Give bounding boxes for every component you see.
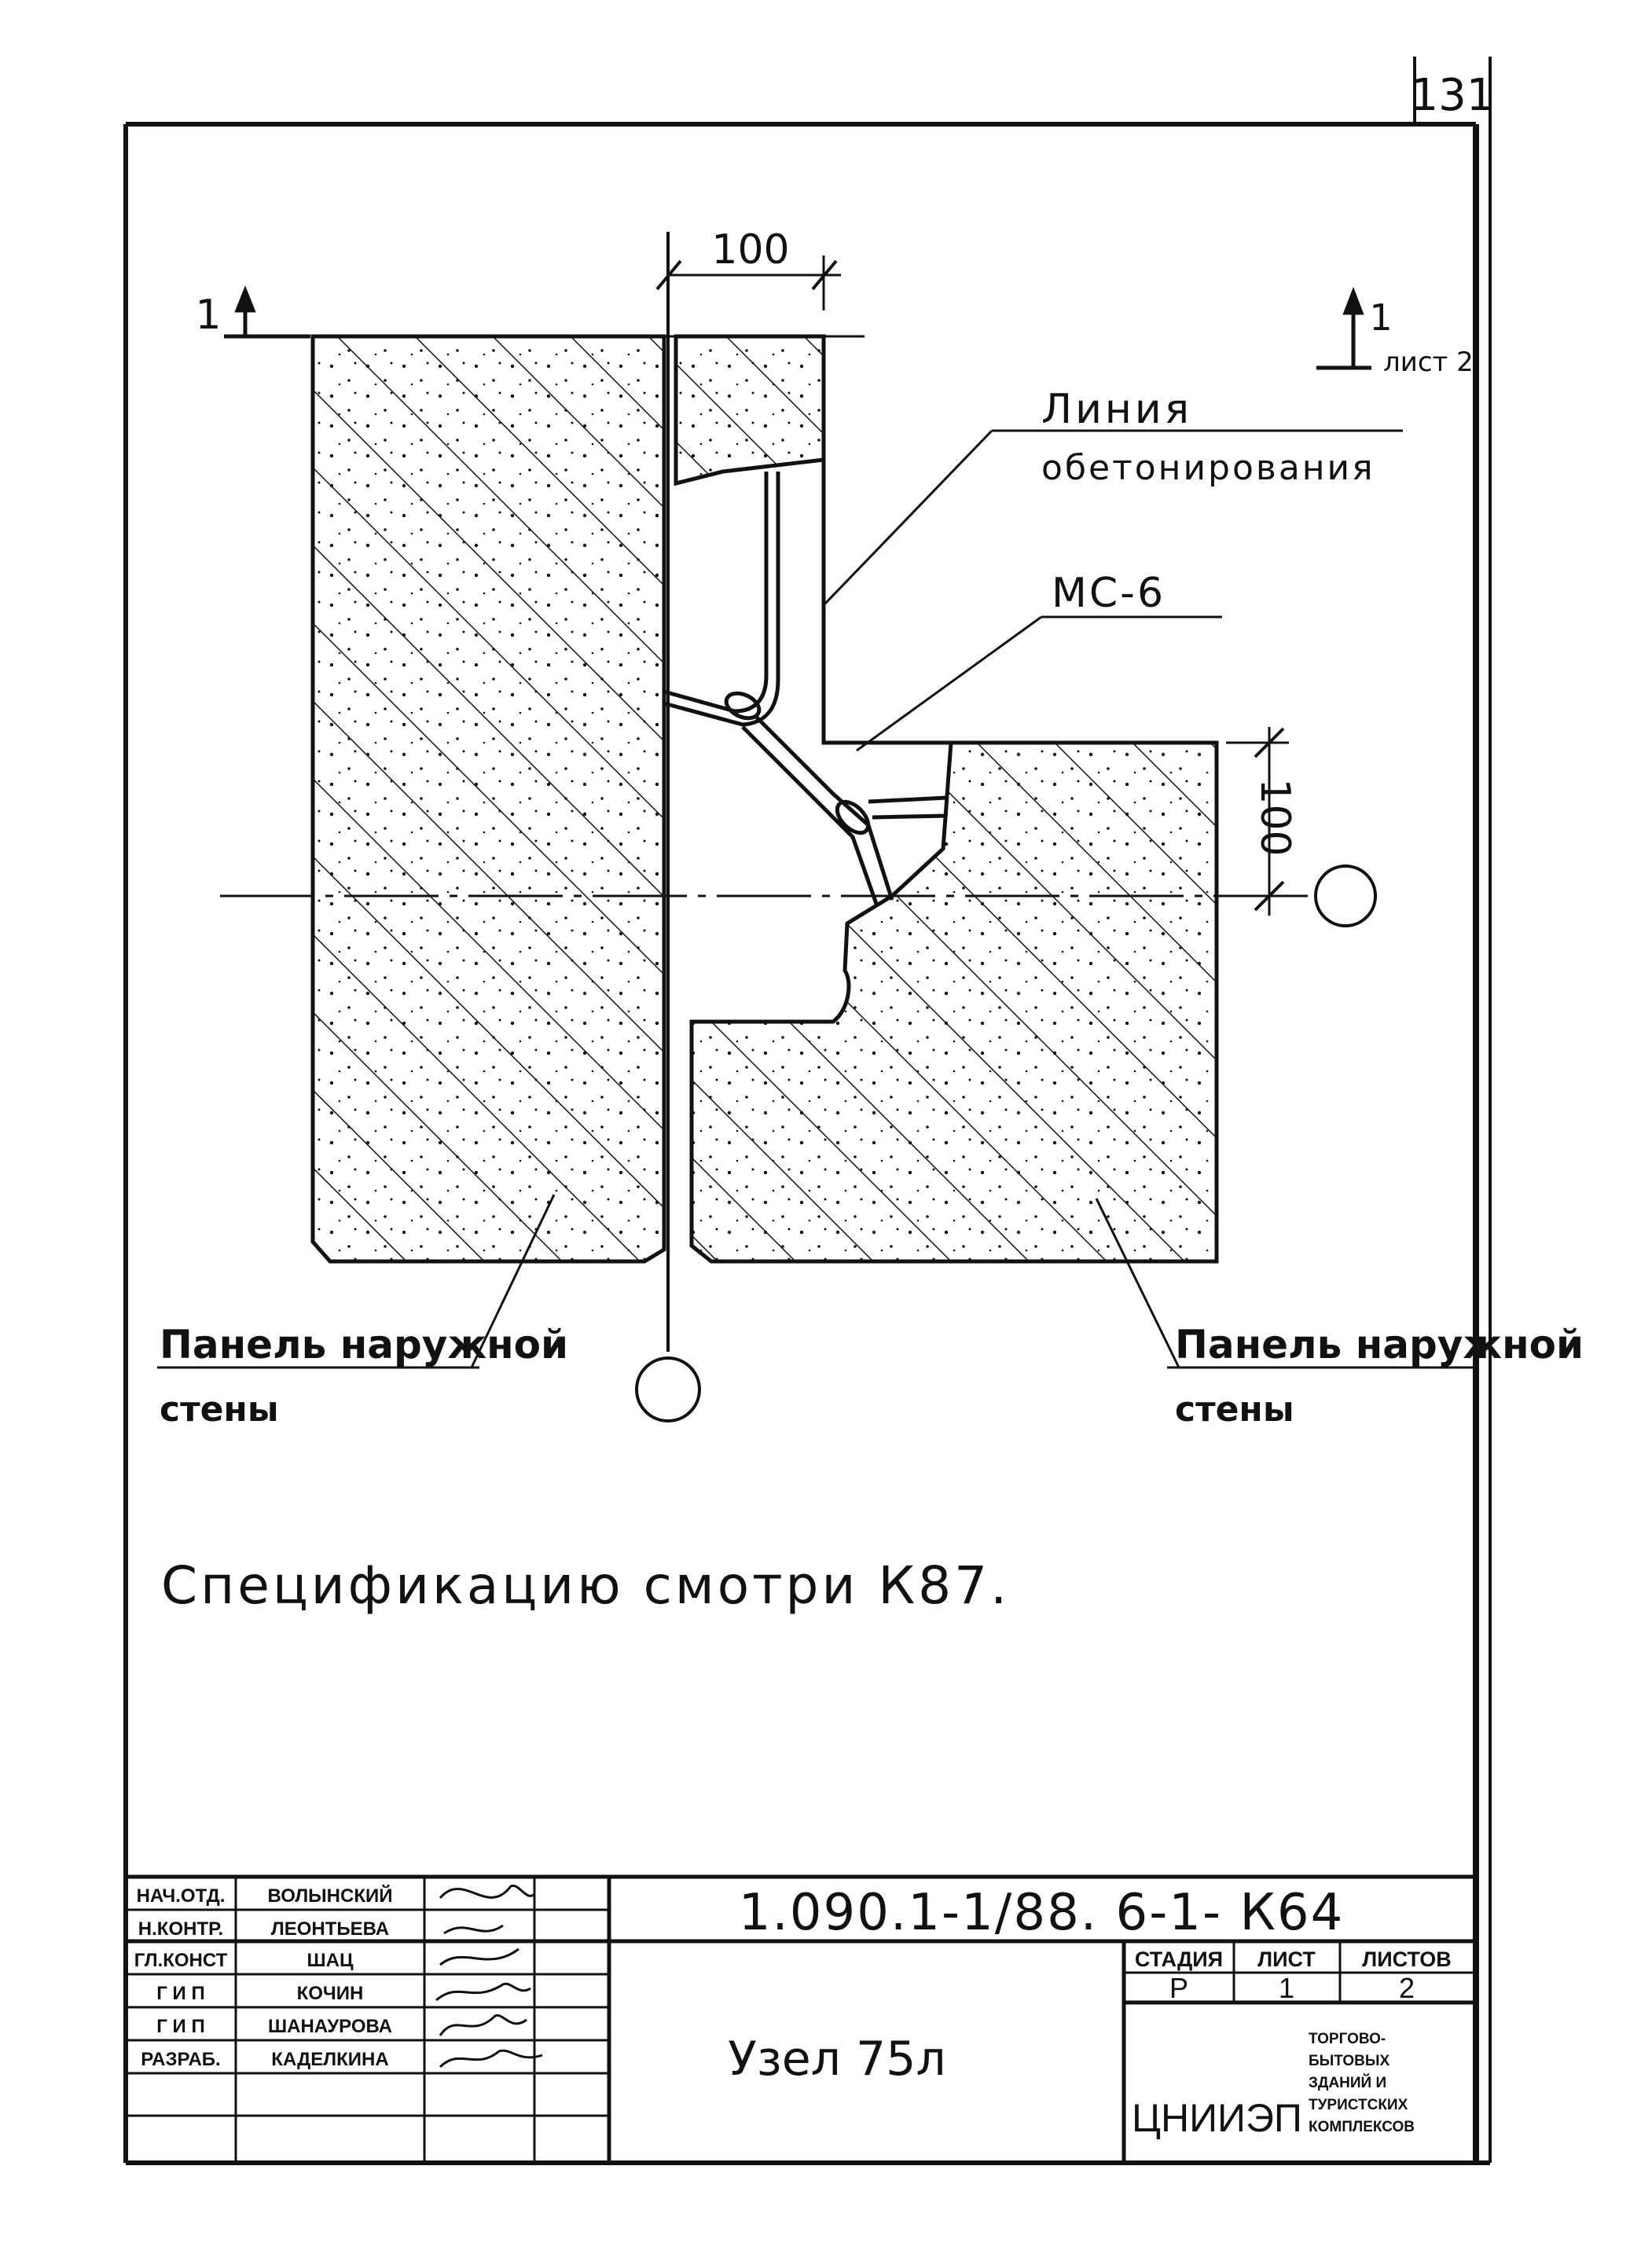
panel-right-label-1: Панель наружной	[1175, 1322, 1584, 1367]
sheet-number: 131	[1411, 70, 1495, 121]
dimension-top	[655, 255, 841, 310]
sheet-frame	[123, 57, 1492, 2165]
staff-role: Г И П	[156, 2016, 204, 2037]
panel-left-label-2: стены	[160, 1389, 279, 1430]
staff-table: НАЧ.ОТД. ВОЛЫНСКИЙ Н.КОНТР. ЛЕОНТЬЕВА ГЛ…	[134, 1885, 393, 2070]
staff-role: НАЧ.ОТД.	[137, 1885, 226, 1907]
right-lower-panel	[689, 740, 1219, 1264]
dimension-top-value: 100	[711, 226, 789, 273]
stage-header: СТАДИЯ	[1135, 1947, 1223, 1971]
staff-role: Н.КОНТР.	[138, 1918, 223, 1940]
concreting-line-label-1: Линия	[1041, 386, 1192, 433]
sheets-value: 2	[1399, 1972, 1415, 2004]
axis-bubble-right	[1314, 865, 1377, 927]
axis-lines	[220, 232, 1320, 1352]
title-block	[126, 1874, 1476, 2163]
org-name: ЦНИИЭП	[1132, 2096, 1302, 2140]
dimension-right-value: 100	[1251, 778, 1298, 856]
document-code: 1.090.1-1/88. 6-1- К64	[739, 1884, 1345, 1942]
staff-role: РАЗРАБ.	[141, 2049, 220, 2070]
staff-role: ГЛ.КОНСТ	[134, 1950, 228, 1971]
org-desc-line: КОМПЛЕКСОВ	[1309, 2119, 1415, 2135]
panel-left-label-1: Панель наружной	[160, 1322, 568, 1367]
staff-name: ШАНАУРОВА	[268, 2016, 392, 2037]
concreting-line-label-2: обетонирования	[1041, 448, 1375, 488]
ms6-label: МС-6	[1052, 570, 1166, 617]
staff-name: ВОЛЫНСКИЙ	[268, 1885, 393, 1907]
spec-note: Спецификацию смотри К87.	[161, 1555, 1010, 1616]
staff-name: ШАЦ	[307, 1950, 354, 1971]
drawing-name: Узел 75л	[728, 2032, 946, 2087]
org-desc-line: ЗДАНИЙ И	[1309, 2074, 1386, 2091]
panel-right-label-2: стены	[1175, 1389, 1294, 1430]
sheets-header: ЛИСТОВ	[1362, 1947, 1452, 1971]
staff-role: Г И П	[156, 1983, 204, 2004]
sheet-header: ЛИСТ	[1257, 1947, 1316, 1971]
org-desc-line: ТУРИСТСКИХ	[1309, 2097, 1408, 2113]
stage-value: Р	[1169, 1972, 1188, 2004]
ms6-tie	[663, 472, 948, 905]
staff-name: ЛЕОНТЬЕВА	[271, 1918, 389, 1940]
section-mark-left	[224, 285, 310, 339]
org-description: ТОРГОВО- БЫТОВЫХ ЗДАНИЙ И ТУРИСТСКИХ КОМ…	[1309, 2031, 1415, 2135]
joint-concrete-top	[674, 334, 826, 486]
section-mark-right	[1316, 287, 1371, 370]
dimension-right	[1226, 727, 1289, 916]
staff-name: КАДЕЛКИНА	[271, 2049, 388, 2070]
org-desc-line: БЫТОВЫХ	[1309, 2053, 1390, 2069]
staff-name: КОЧИН	[297, 1983, 364, 2004]
leader-lines	[157, 429, 1478, 1369]
sheet-value: 1	[1279, 1972, 1294, 2004]
left-wall-panel	[310, 334, 666, 1264]
signatures	[435, 1884, 543, 2069]
axis-bubble-bottom	[635, 1356, 701, 1423]
concreting-line	[821, 460, 951, 745]
section-mark-right-note: лист 2	[1383, 347, 1474, 378]
org-desc-line: ТОРГОВО-	[1309, 2031, 1386, 2047]
section-mark-right-label: 1	[1369, 296, 1392, 339]
section-mark-left-label: 1	[195, 292, 221, 339]
